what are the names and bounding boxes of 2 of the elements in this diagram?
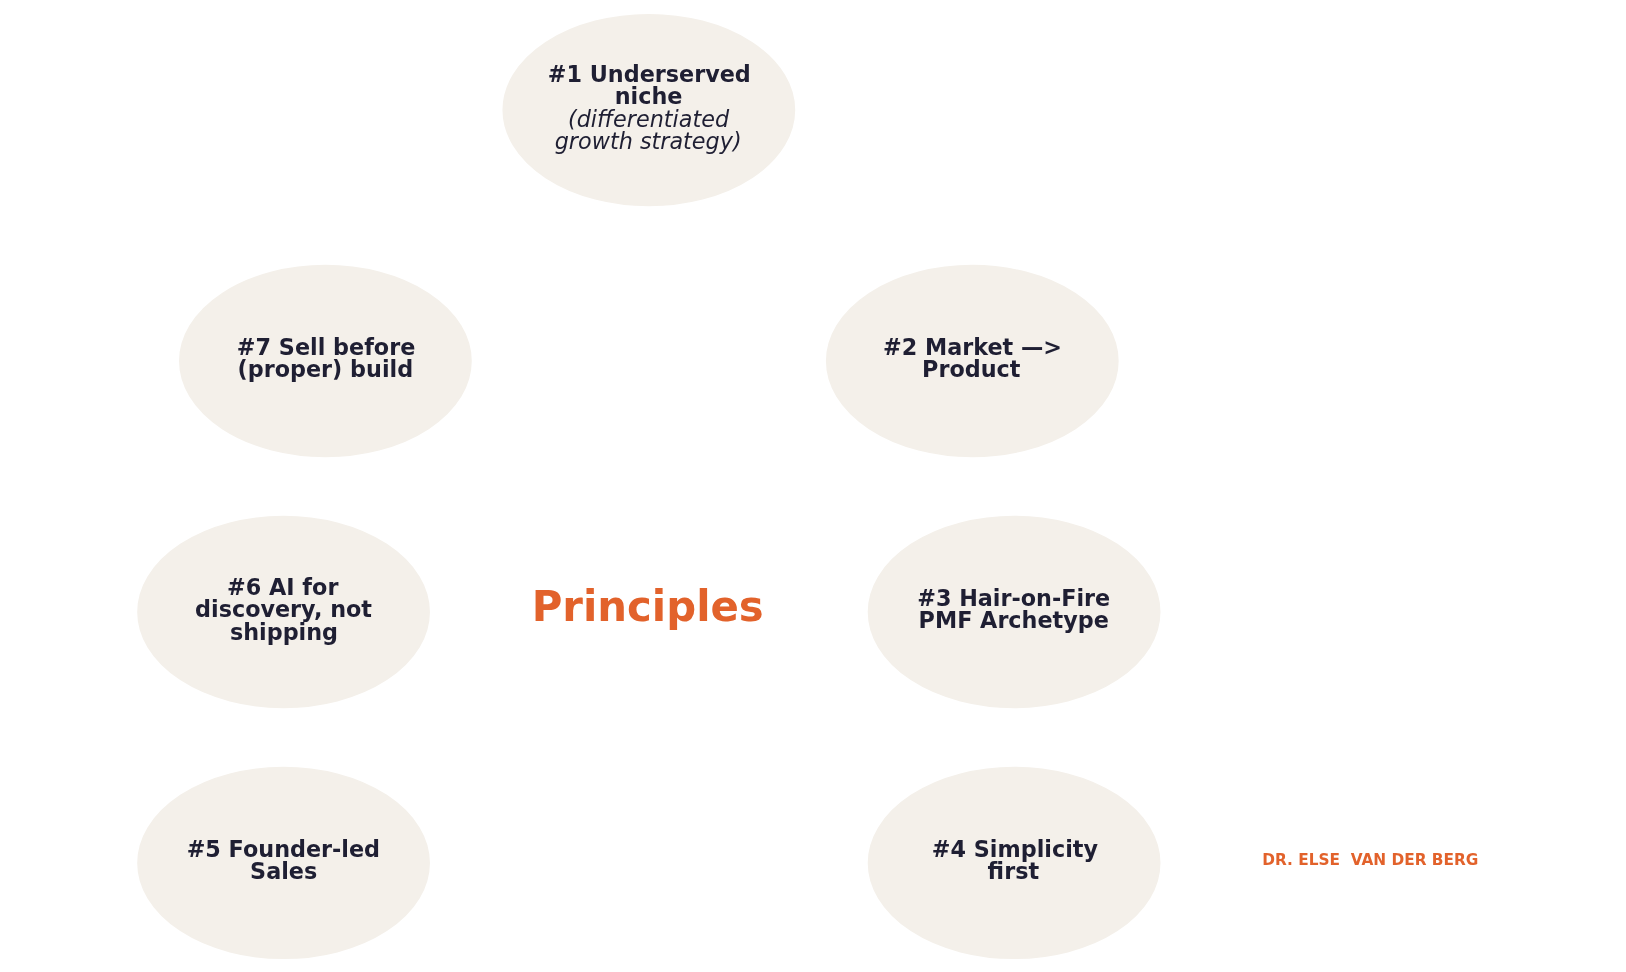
label: Principles [531, 581, 764, 631]
label: DR. ELSE VAN DER BERG [1262, 850, 1479, 869]
